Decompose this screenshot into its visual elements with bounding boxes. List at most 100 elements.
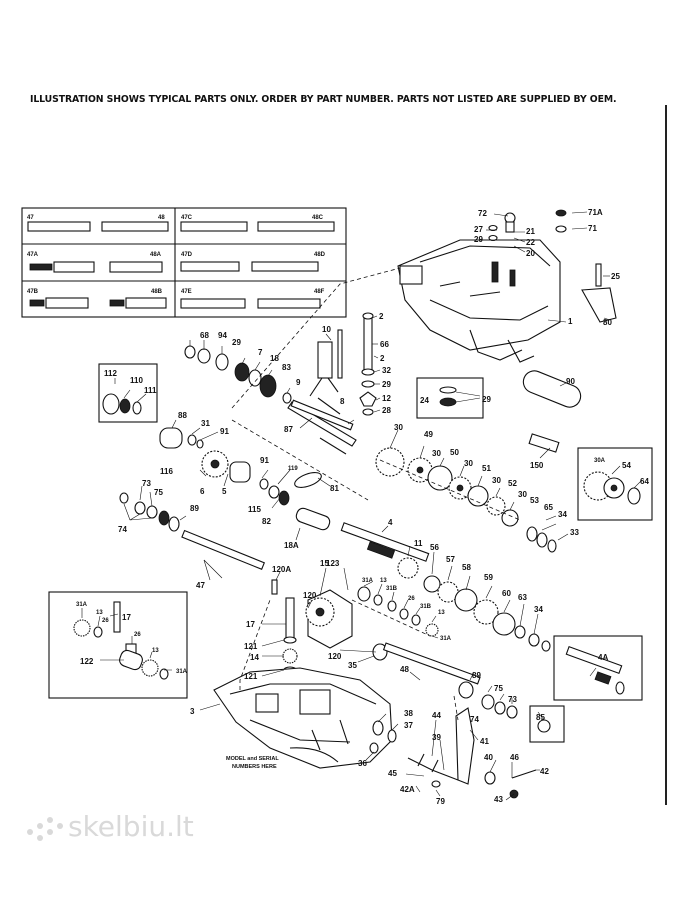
callout-47: 47 — [196, 581, 205, 590]
inset-gear-30a — [583, 471, 641, 505]
callout-57: 57 — [446, 555, 455, 564]
washer-71 — [555, 225, 567, 233]
callout-72: 72 — [478, 209, 487, 218]
callout-121-b: 121 — [244, 672, 258, 681]
callout-18a: 18A — [284, 541, 299, 550]
header-notice: ILLUSTRATION SHOWS TYPICAL PARTS ONLY. O… — [30, 94, 617, 105]
table-label-47a: 47A — [27, 252, 39, 258]
callout-17: 17 — [246, 620, 255, 629]
callout-50: 50 — [450, 448, 459, 457]
callout-150: 150 — [530, 461, 544, 470]
callout-8: 8 — [340, 397, 345, 406]
callout-44: 44 — [432, 711, 441, 720]
lower-gear-stack — [397, 557, 551, 652]
callout-31: 31 — [201, 419, 210, 428]
washer-29-top — [488, 234, 498, 242]
callout-116: 116 — [160, 467, 173, 476]
callout-58: 58 — [462, 563, 471, 572]
plate-150 — [528, 433, 560, 453]
callout-30-c: 30 — [464, 459, 473, 468]
pin-120a — [271, 579, 278, 595]
shift-rod-66 — [363, 315, 373, 371]
table-shaft-47d — [180, 261, 319, 272]
callout-26-c: 26 — [134, 632, 141, 638]
callout-2b: 2 — [380, 354, 385, 363]
callout-120-upper: 120 — [303, 591, 317, 600]
callout-115: 115 — [248, 505, 261, 514]
callout-24: 24 — [420, 396, 429, 405]
breather-stem — [505, 221, 515, 233]
callout-49: 49 — [424, 430, 433, 439]
serial-note-arrow — [289, 747, 339, 763]
callout-66: 66 — [380, 340, 389, 349]
table-label-47: 47 — [27, 215, 34, 221]
spring-28 — [362, 408, 374, 416]
callout-26-a: 26 — [408, 596, 415, 602]
callout-31b-a: 31B — [386, 586, 398, 592]
callout-120-lower: 120 — [328, 652, 342, 661]
callout-89-upper: 89 — [190, 504, 199, 513]
callout-36: 36 — [358, 759, 367, 768]
collar-2 — [362, 312, 374, 320]
callout-7: 7 — [258, 348, 263, 357]
inset-box-gear-set-122 — [48, 591, 188, 699]
reverse-gear-cluster — [159, 427, 322, 506]
callout-83: 83 — [282, 363, 291, 372]
callout-74-lower: 74 — [470, 715, 479, 724]
callout-38: 38 — [404, 709, 413, 718]
inset-washer-a — [439, 386, 457, 394]
callout-120a: 120A — [272, 565, 291, 574]
callout-123: 123 — [326, 559, 340, 568]
callout-30a: 30A — [594, 458, 606, 464]
pin-8 — [317, 397, 341, 415]
right-border-line — [665, 105, 667, 805]
inset-box-shaft-4a — [553, 635, 643, 701]
shift-fork-10 — [309, 329, 343, 397]
callout-90: 90 — [566, 377, 575, 386]
sleeve-18a — [295, 507, 331, 531]
callout-39: 39 — [432, 733, 441, 742]
table-label-48b: 48B — [151, 289, 163, 295]
callout-29-inset: 29 — [482, 395, 491, 404]
pinion-shaft-4 — [340, 522, 430, 562]
spider-gears-31 — [357, 586, 439, 637]
callout-22: 22 — [526, 238, 535, 247]
callout-89-lower: 89 — [472, 671, 481, 680]
leader-lines — [81, 211, 643, 801]
shaft-variant-table: 47 48 47C 48C 47A 48A 47D 48D 47B 48B 47… — [21, 207, 347, 318]
pin-8b — [319, 437, 347, 455]
table-shaft-47e — [180, 298, 321, 309]
callout-31b-b: 31B — [420, 604, 432, 610]
callout-26-b: 26 — [102, 618, 109, 624]
callout-30-d: 30 — [492, 476, 501, 485]
table-label-47d: 47D — [181, 252, 193, 258]
table-shaft-47b — [29, 297, 167, 309]
callout-81: 81 — [330, 484, 339, 493]
callout-60: 60 — [502, 589, 511, 598]
bevel-gear-15 — [305, 589, 353, 649]
lower-housing-3 — [213, 667, 393, 769]
callout-15: 15 — [320, 559, 329, 568]
detent-12 — [359, 391, 377, 407]
shaft-17 — [285, 597, 295, 641]
callout-53: 53 — [530, 496, 539, 505]
callout-2: 2 — [379, 312, 384, 321]
washers-73-75 — [119, 492, 180, 532]
callout-74: 74 — [118, 525, 127, 534]
washer-71a — [555, 209, 567, 217]
callout-29-upper: 29 — [232, 338, 241, 347]
callout-42: 42 — [540, 767, 549, 776]
callout-27: 27 — [474, 225, 483, 234]
callout-11: 11 — [414, 539, 423, 548]
washer-32 — [361, 368, 375, 376]
callout-91-upper: 91 — [220, 427, 229, 436]
bolt-25 — [595, 263, 602, 287]
callout-21: 21 — [526, 227, 535, 236]
callout-63: 63 — [518, 593, 527, 602]
brake-rod-90 — [522, 370, 582, 408]
table-label-47c: 47C — [181, 215, 193, 221]
callout-12: 12 — [382, 394, 391, 403]
table-label-47e: 47E — [181, 289, 192, 295]
callout-48: 48 — [400, 665, 409, 674]
